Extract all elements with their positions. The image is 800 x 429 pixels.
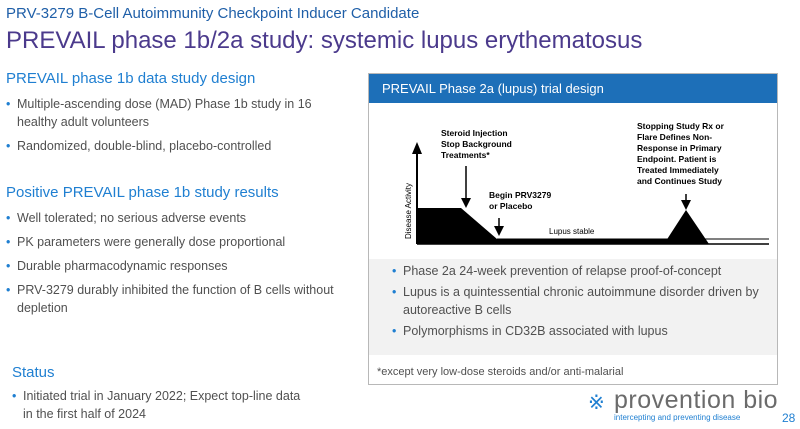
panel-bullets: Phase 2a 24-week prevention of relapse p… [369, 259, 777, 340]
trial-design-diagram: Disease Activity Steroid Injection Stop … [404, 121, 769, 245]
lupus-stable-label: Lupus stable [549, 227, 595, 236]
stopping-label-line: Endpoint. Patient is [637, 154, 717, 164]
list-item: Well tolerated; no serious adverse event… [6, 209, 336, 227]
stop-arrow-icon [681, 200, 691, 210]
steroid-arrow-icon [461, 198, 471, 208]
design-section: PREVAIL phase 1b data study design Multi… [6, 70, 336, 161]
y-axis-arrow-icon [412, 142, 422, 154]
begin-label-line: or Placebo [489, 201, 532, 211]
list-item: PK parameters were generally dose propor… [6, 233, 336, 251]
logo-tagline: intercepting and preventing disease [614, 413, 741, 422]
provention-bio-logo: ※ provention bio intercepting and preven… [588, 386, 779, 424]
list-item: Polymorphisms in CD32B associated with l… [392, 322, 767, 340]
list-item: Phase 2a 24-week prevention of relapse p… [392, 262, 767, 280]
stopping-label-line: Flare Defines Non- [637, 132, 712, 142]
list-item: Durable pharmacodynamic responses [6, 257, 336, 275]
y-axis-label: Disease Activity [404, 183, 413, 239]
steroid-label-line: Stop Background [441, 139, 512, 149]
flare-peak [664, 210, 709, 244]
list-item: Initiated trial in January 2022; Expect … [12, 387, 312, 423]
list-item: Multiple-ascending dose (MAD) Phase 1b s… [6, 95, 336, 131]
panel-title: PREVAIL Phase 2a (lupus) trial design [369, 74, 777, 103]
stopping-label-line: and Continues Study [637, 176, 722, 186]
steroid-label-line: Treatments* [441, 150, 490, 160]
design-heading: PREVAIL phase 1b data study design [6, 70, 256, 87]
disease-activity-area [417, 208, 684, 244]
trial-design-panel: PREVAIL Phase 2a (lupus) trial design Di… [368, 73, 778, 385]
results-bullets: Well tolerated; no serious adverse event… [6, 209, 336, 317]
steroid-label-line: Steroid Injection [441, 128, 508, 138]
stopping-label-line: Treated Immediately [637, 165, 719, 175]
begin-label-line: Begin PRV3279 [489, 190, 551, 200]
stopping-label-line: Stopping Study Rx or [637, 121, 725, 131]
slide-title: PREVAIL phase 1b/2a study: systemic lupu… [6, 27, 643, 54]
logo-name: provention bio [614, 386, 779, 414]
slide-kicker: PRV-3279 B-Cell Autoimmunity Checkpoint … [6, 5, 420, 22]
results-heading: Positive PREVAIL phase 1b study results [6, 184, 279, 201]
status-bullets: Initiated trial in January 2022; Expect … [12, 387, 312, 423]
begin-arrow-icon [494, 226, 504, 236]
status-heading: Status [12, 364, 55, 381]
page-number: 28 [782, 411, 796, 425]
design-bullets: Multiple-ascending dose (MAD) Phase 1b s… [6, 95, 336, 155]
stopping-label-line: Response in Primary [637, 143, 722, 153]
panel-footnote: *except very low-dose steroids and/or an… [377, 366, 624, 378]
list-item: PRV-3279 durably inhibited the function … [6, 281, 336, 317]
results-section: Positive PREVAIL phase 1b study results … [6, 184, 336, 323]
status-section: Status Initiated trial in January 2022; … [12, 364, 312, 429]
list-item: Lupus is a quintessential chronic autoim… [392, 283, 767, 319]
panel-bullet-area: Phase 2a 24-week prevention of relapse p… [369, 259, 777, 355]
list-item: Randomized, double-blind, placebo-contro… [6, 137, 336, 155]
logo-symbol-icon: ※ [588, 392, 605, 414]
